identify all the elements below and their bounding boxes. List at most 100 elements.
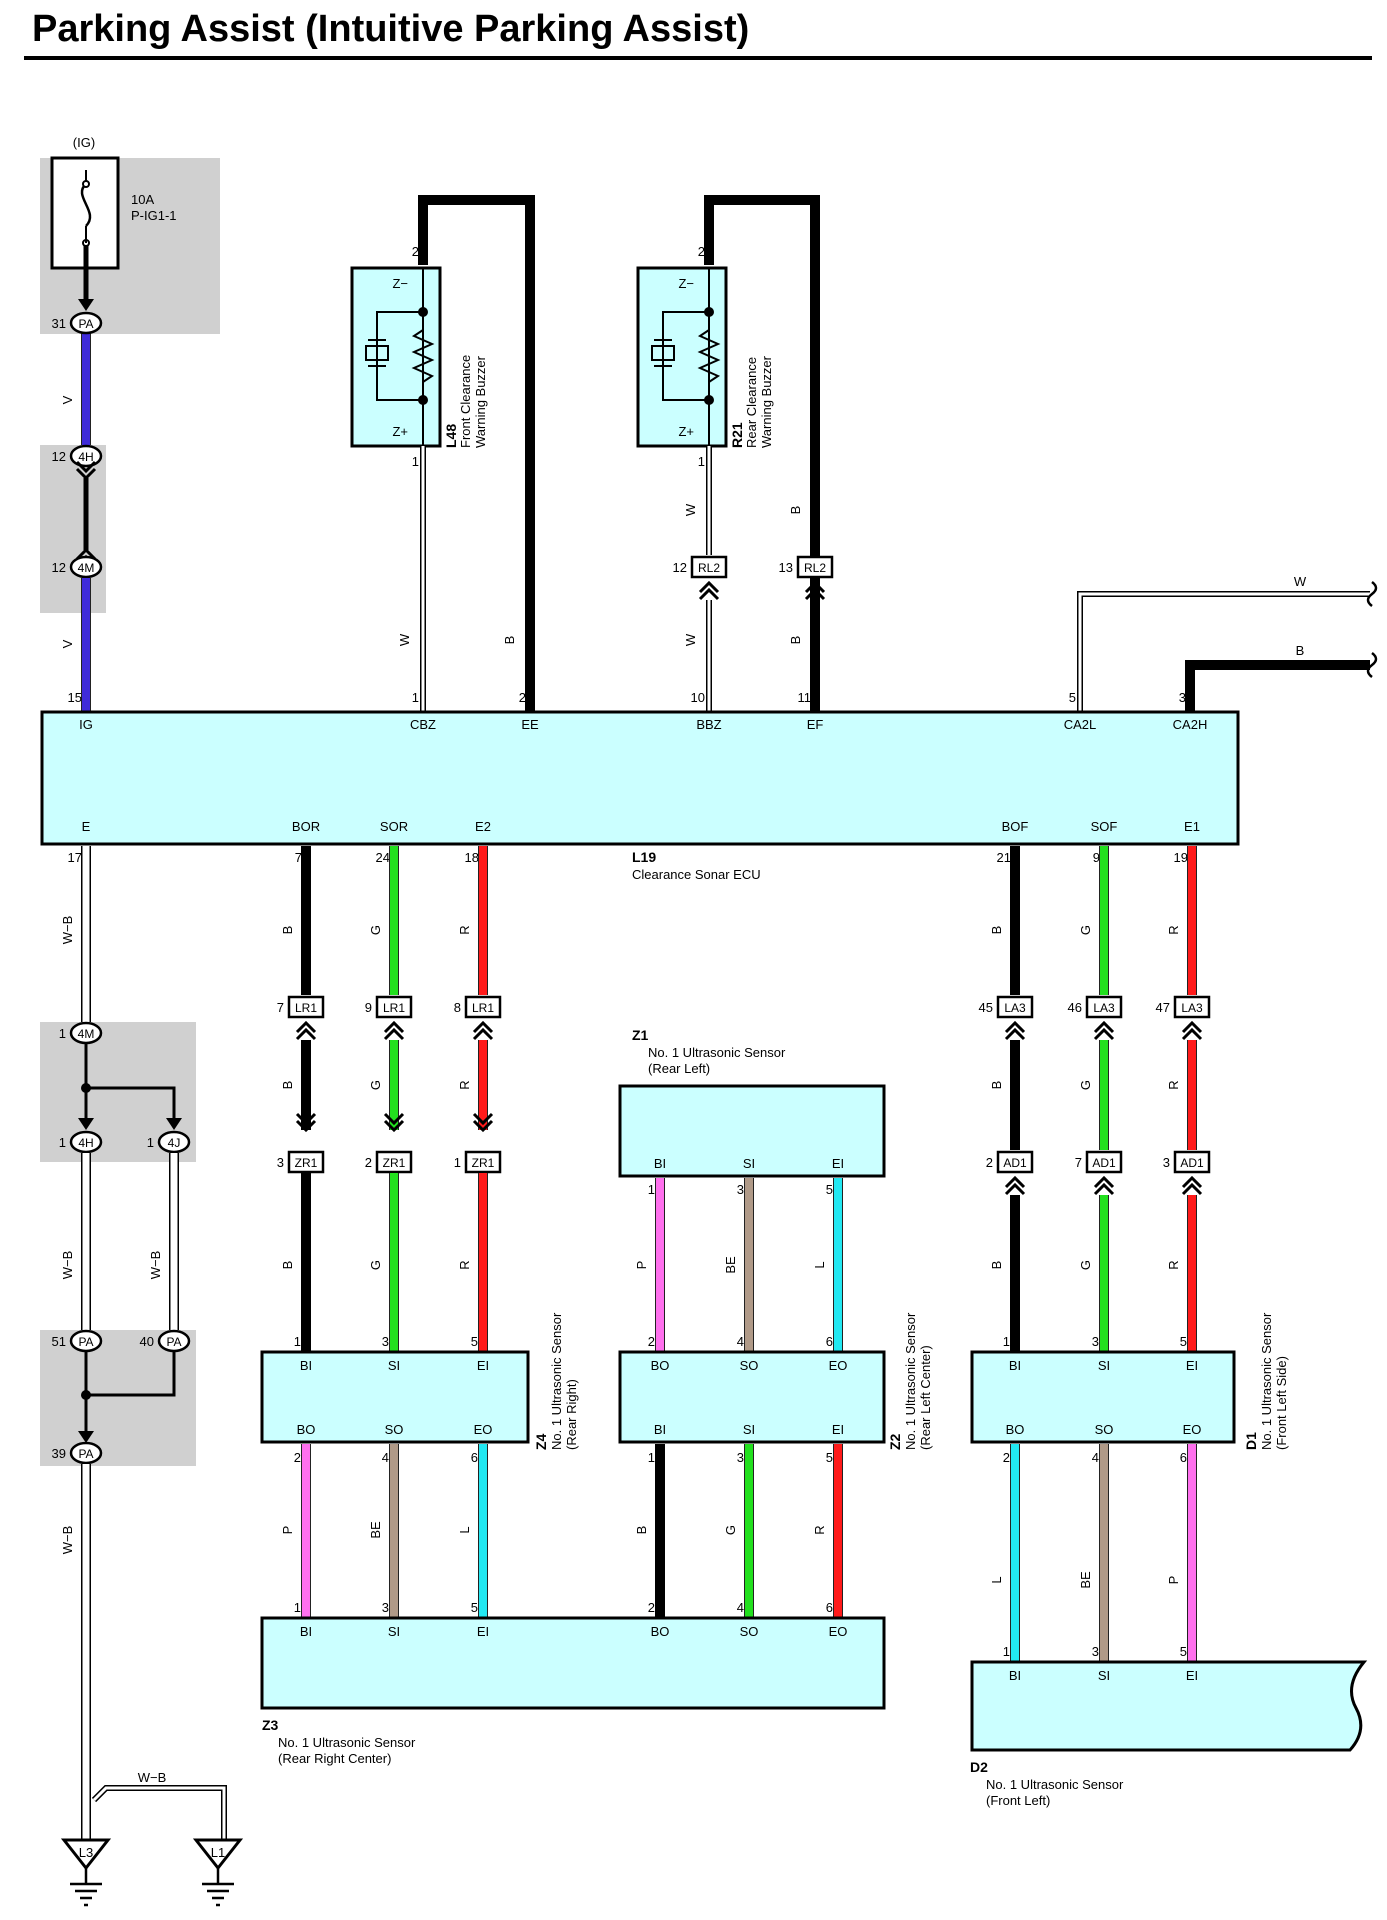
sensor-pin-name: BO — [297, 1422, 316, 1437]
ecu-pin-name: BOF — [1002, 819, 1029, 834]
buzzer-resistor — [411, 329, 435, 383]
ecu-name: Clearance Sonar ECU — [632, 867, 761, 882]
sensor-name: No. 1 Ultrasonic Sensor — [549, 1312, 564, 1450]
sensor-code: Z1 — [632, 1027, 649, 1043]
connector-name: RL2 — [804, 561, 826, 575]
connector-pin: 13 — [779, 560, 793, 575]
connector-PA31 — [69, 311, 103, 335]
connector-RL2_12 — [690, 555, 728, 579]
wire-label-R: R — [457, 1260, 472, 1269]
chevron-ZR1 — [383, 1112, 405, 1126]
buzzer-loop — [376, 311, 423, 401]
connector-4H1 — [69, 1130, 103, 1154]
ecu-pin-num: 7 — [295, 850, 302, 865]
wire-B-buzzer — [704, 195, 820, 712]
sensor-Z1 — [618, 1084, 886, 1178]
chevron-LR1 — [295, 1027, 317, 1041]
wire-label-R: R — [457, 925, 472, 934]
sensor-name: No. 1 Ultrasonic Sensor — [986, 1777, 1124, 1792]
wire-break — [1366, 652, 1378, 678]
buzzer-piezo — [651, 345, 675, 361]
sensor-pos: (Rear Right Center) — [278, 1751, 391, 1766]
connector-name: ZR1 — [295, 1156, 318, 1170]
connector-name: 4M — [78, 1027, 95, 1041]
sensor-pin-num: 2 — [1003, 1450, 1010, 1465]
ecu-pin-name: E2 — [475, 819, 491, 834]
wire-label-B: B — [788, 506, 803, 515]
chevron-LR1 — [383, 1020, 405, 1034]
ecu-pin-name: SOR — [380, 819, 408, 834]
connector-pin: 1 — [454, 1155, 461, 1170]
buzzer-resistor — [697, 329, 721, 383]
sensor-pin-name: SI — [1098, 1668, 1110, 1683]
buzzer-pin: 2 — [412, 244, 419, 259]
wire-label-L: L — [812, 1261, 827, 1268]
connector-ZR1_3 — [287, 1150, 325, 1174]
fuse-symbol — [80, 183, 92, 227]
junction-dot — [704, 307, 714, 317]
chevron-AD1 — [1181, 1182, 1203, 1196]
ecu-pin-name: CA2H — [1173, 717, 1208, 732]
sensor-pin-name: BI — [1009, 1668, 1021, 1683]
chevron-AD1 — [1093, 1175, 1115, 1189]
ecu-pin-num: 2 — [519, 690, 526, 705]
sensor-pin-name: EI — [832, 1422, 844, 1437]
chevron-RL2 — [804, 587, 826, 601]
ground-L3 — [60, 1838, 112, 1871]
wire-label-R: R — [1166, 1080, 1181, 1089]
connector-4J1 — [157, 1130, 191, 1154]
title-underline — [24, 56, 1372, 60]
chevron-ZR1 — [295, 1119, 317, 1133]
buzzer-name: Warning Buzzer — [473, 355, 488, 448]
buzzer-zminus: Z− — [392, 276, 408, 291]
sensor-pos: (Front Left) — [986, 1793, 1050, 1808]
arrow-4J — [166, 1118, 182, 1130]
wire-label-W: W — [683, 633, 698, 646]
connector-LA3_45 — [996, 995, 1034, 1019]
chevron-RL2 — [804, 580, 826, 594]
chevron-LR1 — [383, 1027, 405, 1041]
sensor-pin-num: 1 — [1003, 1334, 1010, 1349]
buzzer-name: Rear Clearance — [744, 357, 759, 448]
connector-pin: 12 — [673, 560, 687, 575]
wire-label-BE: BE — [723, 1256, 738, 1274]
wire-label-P: P — [280, 1526, 295, 1535]
sensor-D2 — [970, 1660, 1368, 1752]
sensor-pin-num: 3 — [1092, 1334, 1099, 1349]
connector-LA3_47 — [1173, 995, 1211, 1019]
ground-name: L1 — [211, 1845, 225, 1860]
sensor-name: No. 1 Ultrasonic Sensor — [903, 1312, 918, 1450]
sensor-pin-num: 6 — [826, 1334, 833, 1349]
chevron-LA3 — [1093, 1020, 1115, 1034]
connector-name: RL2 — [698, 561, 720, 575]
sensor-pin-num: 1 — [294, 1600, 301, 1615]
sensor-pin-name: EI — [477, 1624, 489, 1639]
ecu-pin-name: SOF — [1091, 819, 1118, 834]
sensor-pin-num: 1 — [1003, 1644, 1010, 1659]
buzzer-zminus: Z− — [678, 276, 694, 291]
sensor-pos: (Rear Left Center) — [918, 1345, 933, 1450]
connector-pin: 31 — [52, 316, 66, 331]
connector-name: AD1 — [1092, 1156, 1116, 1170]
junction-dot — [418, 395, 428, 405]
ecu-pin-num: 3 — [1179, 690, 1186, 705]
fuse-name: P-IG1-1 — [131, 208, 177, 223]
connector-name: LA3 — [1093, 1001, 1115, 1015]
chevron-LA3 — [1181, 1020, 1203, 1034]
connector-RL2_13 — [796, 555, 834, 579]
connector-LR1_8 — [464, 995, 502, 1019]
chevron-ZR1 — [295, 1112, 317, 1126]
wire-label-BE: BE — [1078, 1571, 1093, 1589]
wire-label-P: P — [1166, 1576, 1181, 1585]
pa-join — [86, 1351, 176, 1397]
buzzer-pin: 1 — [412, 454, 419, 469]
chevron-LR1 — [472, 1027, 494, 1041]
wire-label-G: G — [1078, 1080, 1093, 1090]
sensor-name: No. 1 Ultrasonic Sensor — [648, 1045, 786, 1060]
sensor-pin-num: 5 — [826, 1450, 833, 1465]
sensor-code: Z4 — [533, 1433, 549, 1450]
connector-pin: 40 — [140, 1334, 154, 1349]
sensor-pin-num: 6 — [826, 1600, 833, 1615]
fuse-end — [82, 180, 90, 188]
sensor-pin-name: SO — [740, 1358, 759, 1373]
